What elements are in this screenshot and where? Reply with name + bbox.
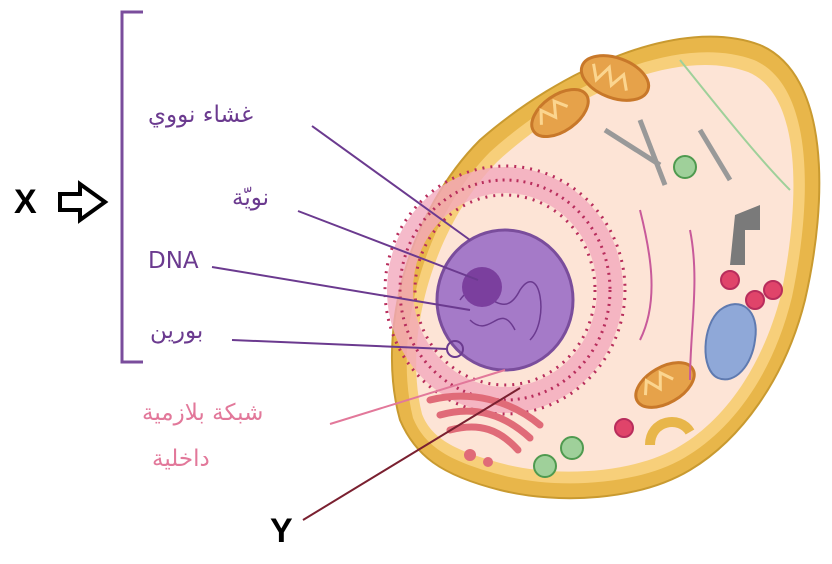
nuclear-envelope xyxy=(437,230,573,370)
nucleus xyxy=(437,230,573,370)
nucleolus-label: نويّة xyxy=(232,185,269,211)
pore-label: بورين xyxy=(150,318,203,344)
nucleolus xyxy=(462,267,502,307)
bracket-line xyxy=(122,12,143,362)
y-marker-label: Y xyxy=(270,512,293,551)
er-label-line1: شبكة بلازمية xyxy=(142,400,263,426)
er-label-line2: داخلية xyxy=(152,446,210,472)
dna-label: DNA xyxy=(148,248,199,274)
x-marker-label: X xyxy=(14,183,37,222)
hollow-right-arrow-icon xyxy=(60,184,105,220)
nuclear-envelope-label: غشاء نووي xyxy=(148,102,253,128)
